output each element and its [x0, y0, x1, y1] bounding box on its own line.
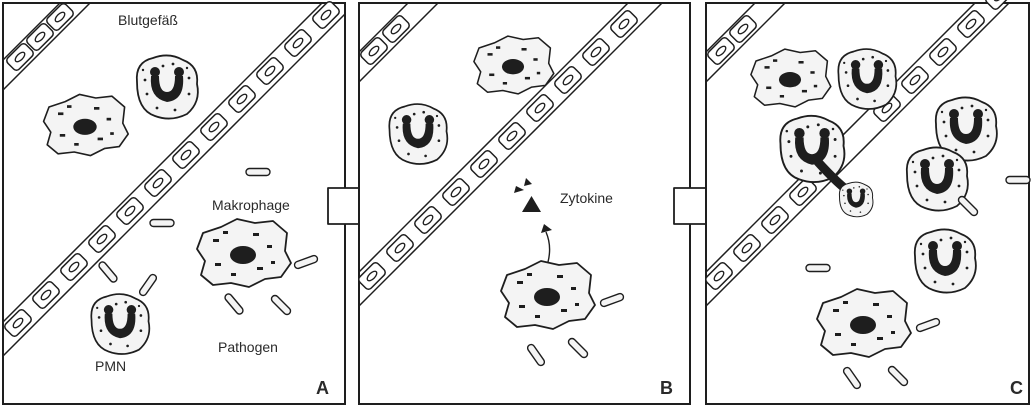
pathogen-rod	[246, 169, 270, 176]
pathogen-rod	[806, 265, 830, 272]
label-pathogen: Pathogen	[218, 339, 278, 355]
panel-c: C	[704, 0, 1030, 404]
pathogen-rod	[150, 220, 174, 227]
panel-letter-c: C	[1010, 378, 1023, 398]
label-pmn: PMN	[95, 358, 126, 374]
pmn-cell	[915, 229, 976, 292]
panel-b: Zytokine B	[357, 3, 690, 404]
panel-letter-b: B	[660, 378, 673, 398]
panel-letter-a: A	[316, 378, 329, 398]
pmn-in-vessel	[389, 104, 447, 164]
pathogen-rod	[1006, 177, 1030, 184]
pmn-in-vessel	[137, 55, 198, 118]
pmn-in-vessel	[838, 49, 896, 109]
panel-a: Blutgefäß Makrophage Pathogen PMN A	[3, 0, 345, 404]
label-blood-vessel: Blutgefäß	[118, 12, 178, 28]
label-macrophage: Makrophage	[212, 197, 290, 213]
pmn-cell	[91, 294, 149, 354]
label-cytokine: Zytokine	[560, 190, 613, 206]
